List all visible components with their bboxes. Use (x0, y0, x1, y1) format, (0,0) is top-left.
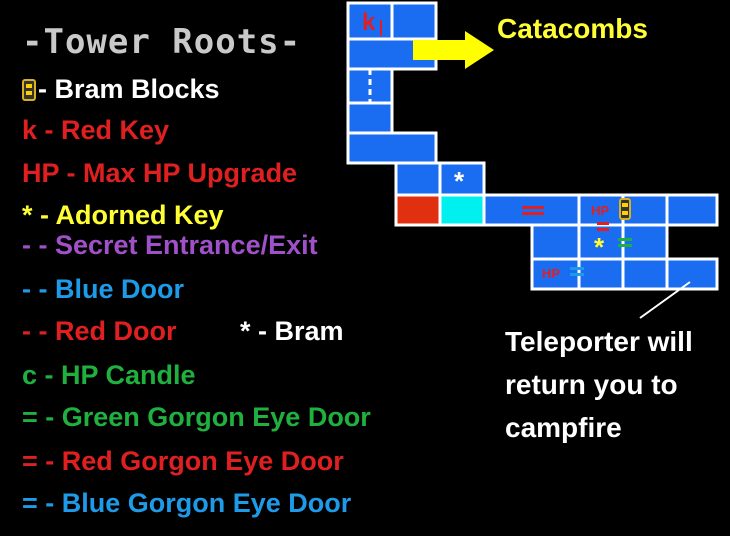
legend-red-gorgon: = - Red Gorgon Eye Door (22, 446, 344, 476)
room-red-special (394, 193, 442, 227)
room-mid-left (394, 161, 442, 197)
room-corridor-1 (482, 193, 581, 227)
room-corridor-4 (665, 193, 719, 227)
teleporter-pointer (639, 281, 691, 319)
legend-blue-gorgon: = - Blue Gorgon Eye Door (22, 488, 352, 518)
room-cyan-special (438, 193, 486, 227)
teleporter-note: Teleporter will return you to campfire (505, 326, 693, 443)
legend-green-gorgon: = - Green Gorgon Eye Door (22, 402, 371, 432)
legend-bram-blocks: - Bram Blocks (22, 74, 220, 105)
blue-gorgon-door (570, 267, 584, 270)
map-rooms (346, 1, 719, 291)
bram-marker: * (454, 166, 465, 196)
legend-red-key: k - Red Key (22, 115, 170, 145)
room-top-2 (390, 1, 438, 41)
room-lower-5 (621, 257, 669, 291)
red-key-marker: k (362, 9, 376, 36)
legend-secret: - - Secret Entrance/Exit (22, 230, 318, 260)
room-shaft-3 (346, 101, 394, 135)
room-lower-1 (530, 223, 581, 261)
room-lower-4 (577, 257, 625, 291)
green-gorgon-door-b (618, 244, 632, 247)
adorned-key-marker: * (594, 232, 605, 262)
page-title: -Tower Roots- (22, 22, 302, 62)
room-lower-3 (621, 223, 669, 261)
room-shaft-4 (346, 131, 438, 165)
hp-marker-1: HP (591, 203, 609, 218)
blue-gorgon-door-b (570, 273, 584, 276)
hp-marker-2: HP (542, 266, 560, 281)
red-gorgon-door-2 (597, 222, 609, 225)
legend-blue-door: - - Blue Door (22, 274, 184, 304)
legend-hp-candle: c - HP Candle (22, 360, 196, 390)
bram-block-icon-map (619, 198, 631, 220)
red-gorgon-door-1 (522, 206, 544, 209)
catacombs-label: Catacombs (497, 13, 648, 44)
green-gorgon-door (618, 238, 632, 241)
red-gorgon-door-1b (522, 212, 544, 215)
legend-red-door: - - Red Door (22, 316, 177, 346)
bram-block-icon (22, 79, 36, 101)
legend-adorned-key: * - Adorned Key (22, 200, 224, 230)
legend-bram-blocks-text: - Bram Blocks (38, 74, 220, 104)
legend-max-hp: HP - Max HP Upgrade (22, 158, 298, 188)
catacombs-arrow-icon (413, 31, 494, 69)
legend-bram: * - Bram (240, 316, 344, 346)
red-gorgon-door-2b (597, 228, 609, 231)
room-teleporter (665, 257, 719, 291)
